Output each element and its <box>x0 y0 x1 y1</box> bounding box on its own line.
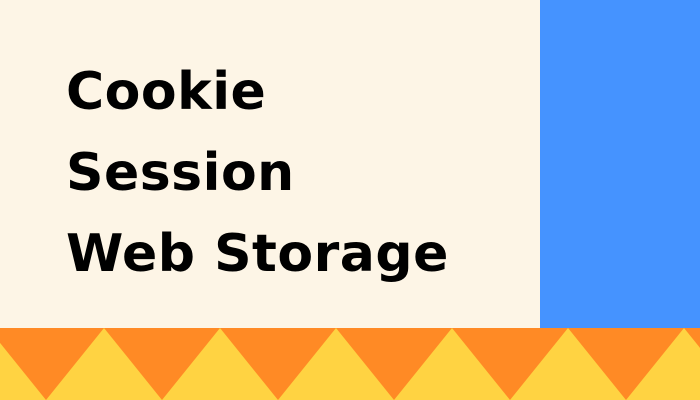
blue-accent-panel <box>540 0 700 328</box>
zigzag-triangle <box>162 328 278 400</box>
zigzag-triangle <box>394 328 510 400</box>
zigzag-triangle <box>626 328 700 400</box>
zigzag-teeth <box>0 328 700 400</box>
zigzag-triangle <box>278 328 394 400</box>
title-line-session: Session <box>66 143 295 203</box>
zigzag-triangle <box>46 328 162 400</box>
title-line-cookie: Cookie <box>66 62 267 122</box>
banner-title: Cookie Session Web Storage <box>66 52 449 295</box>
title-line-web-storage: Web Storage <box>66 224 449 284</box>
zigzag-triangle <box>510 328 626 400</box>
zigzag-band <box>0 328 700 400</box>
